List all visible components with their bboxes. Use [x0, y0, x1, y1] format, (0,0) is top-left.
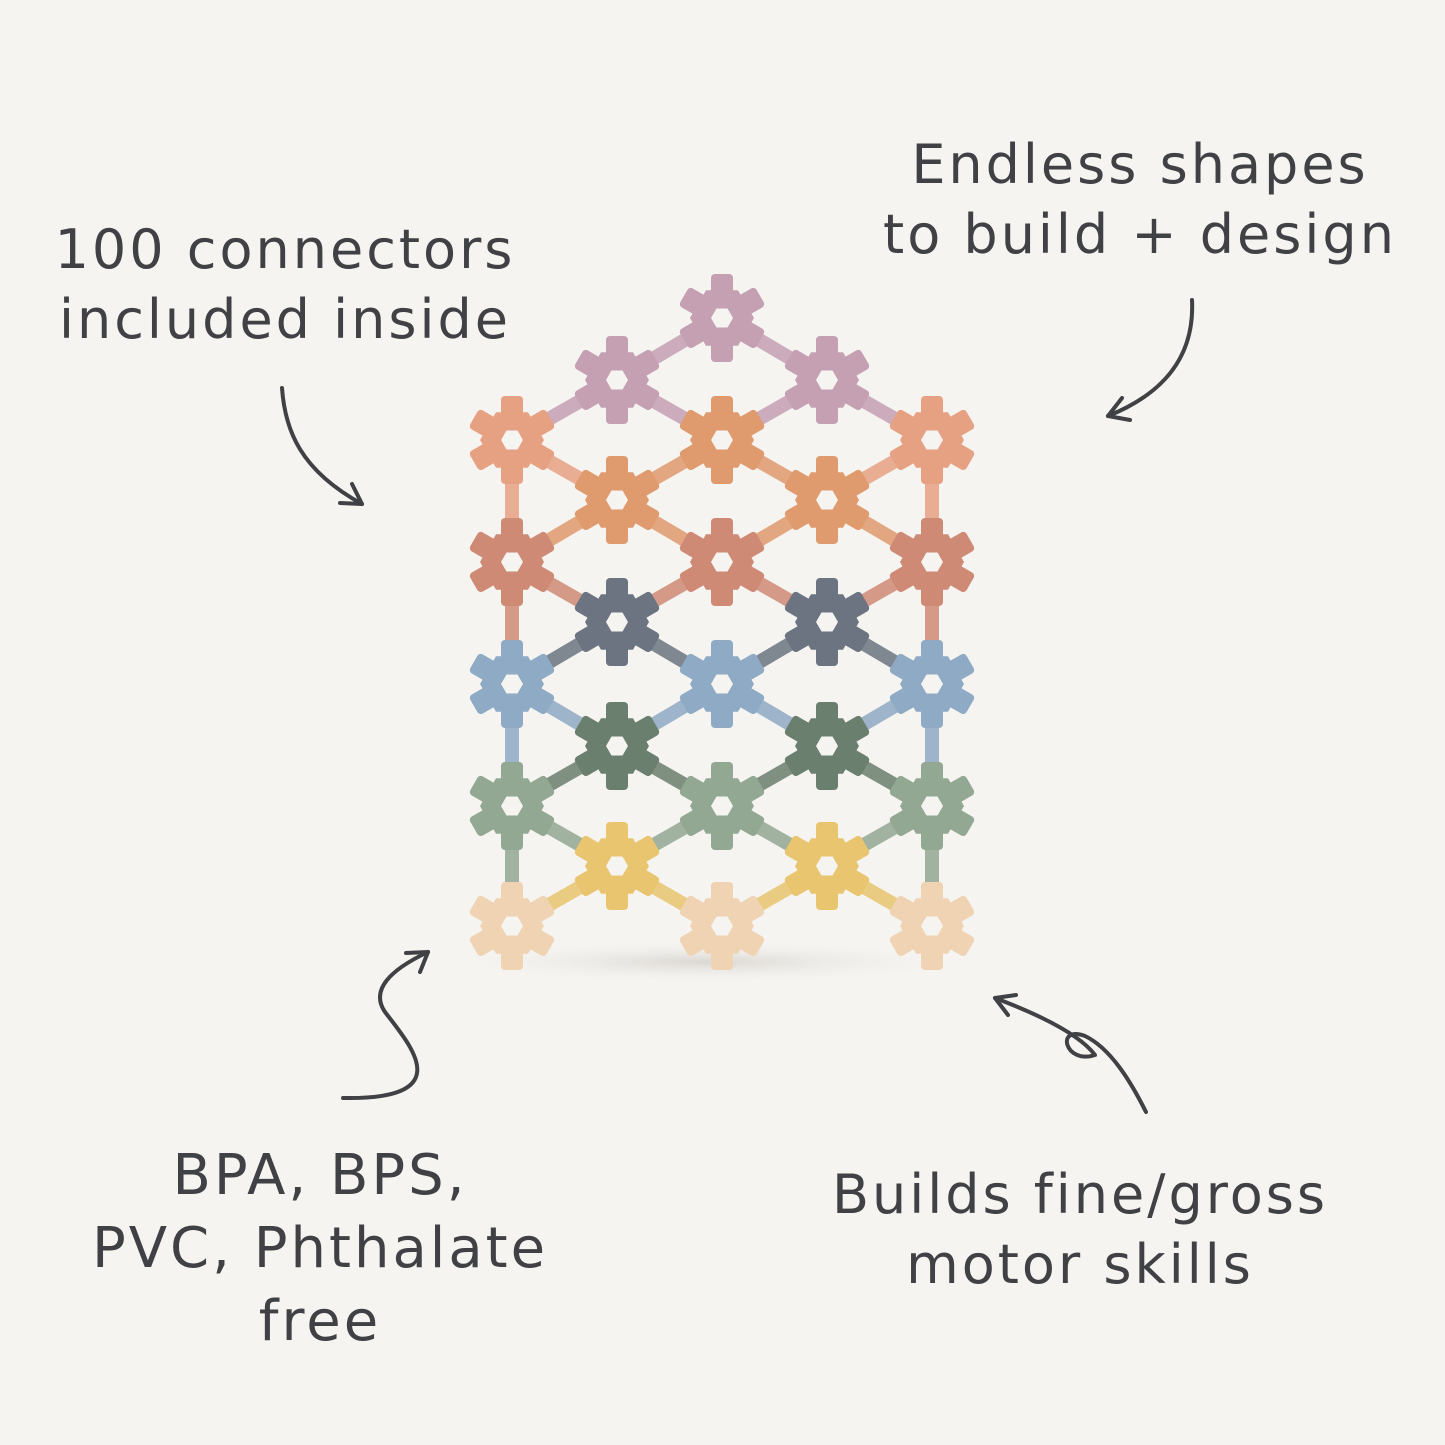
- hexagon-connector-icon: [889, 640, 975, 728]
- hexagon-connector-icon: [784, 336, 870, 424]
- hexagon-connector-icon: [469, 882, 555, 970]
- skills-line-2: motor skills: [906, 1233, 1254, 1297]
- arrow-to-connectors-icon: [280, 386, 364, 506]
- hexagon-connector-icon: [679, 762, 765, 850]
- skills-callout: Builds fine/gross motor skills: [790, 1160, 1370, 1300]
- hexagon-connector-icon: [784, 822, 870, 910]
- connector-pieces: [469, 274, 975, 970]
- hexagon-connector-icon: [679, 274, 765, 362]
- hexagon-connector-icon: [784, 578, 870, 666]
- hexagon-connector-icon: [574, 578, 660, 666]
- hexagon-connector-icon: [574, 702, 660, 790]
- skills-line-1: Builds fine/gross: [831, 1163, 1329, 1226]
- hexagon-connector-icon: [574, 822, 660, 910]
- connectors-line-2: included inside: [59, 288, 511, 352]
- hexagon-connector-icon: [679, 396, 765, 484]
- hexagon-connector-icon: [889, 882, 975, 970]
- hexagon-connector-icon: [889, 396, 975, 484]
- hexagon-connector-icon: [784, 456, 870, 544]
- product-shadow: [435, 940, 975, 984]
- hexagon-connector-icon: [469, 762, 555, 850]
- materials-line-1: BPA, BPS,: [172, 1143, 468, 1208]
- shapes-line-2: to build + design: [883, 203, 1397, 267]
- hexagon-connector-icon: [574, 336, 660, 424]
- hexagon-connector-icon: [679, 518, 765, 606]
- hexagon-connector-icon: [469, 640, 555, 728]
- hexagon-connector-icon: [469, 396, 555, 484]
- hexagon-connector-icon: [679, 640, 765, 728]
- materials-line-3: free: [258, 1288, 382, 1354]
- shapes-line-1: Endless shapes: [911, 133, 1369, 196]
- materials-line-2: PVC, Phthalate: [91, 1215, 549, 1281]
- hexagon-connector-icon: [784, 702, 870, 790]
- arrow-to-shapes-icon: [1106, 298, 1195, 422]
- arrow-to-skills-icon: [993, 993, 1148, 1114]
- hexagon-connector-icon: [469, 518, 555, 606]
- hexagon-connector-icon: [574, 456, 660, 544]
- hexagon-connector-icon: [679, 882, 765, 970]
- shapes-callout: Endless shapes to build + design: [870, 130, 1410, 270]
- connectors-line-1: 100 connectors: [54, 218, 516, 281]
- connectors-callout: 100 connectors included inside: [40, 215, 530, 355]
- materials-callout: BPA, BPS, PVC, Phthalate free: [80, 1140, 560, 1358]
- arrow-to-materials-icon: [341, 950, 430, 1101]
- hexagon-connector-icon: [889, 518, 975, 606]
- hexagon-connector-icon: [889, 762, 975, 850]
